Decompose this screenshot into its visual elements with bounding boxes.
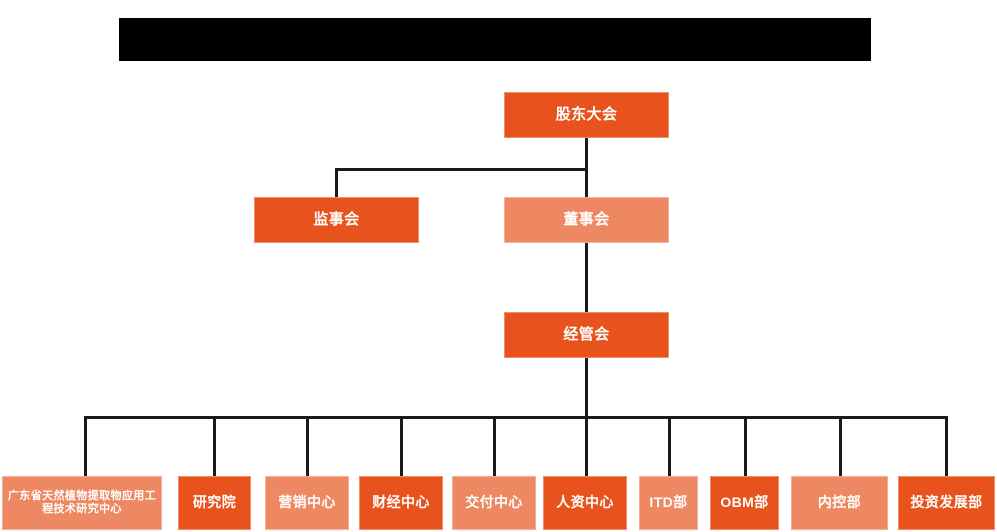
org-node-label-research-institute: 研究院 [192, 494, 237, 511]
connector-drop-to-itd-department [668, 416, 671, 476]
connector-drop-to-finance-center [400, 416, 403, 476]
connector-drop-to-internal-control-department [839, 416, 842, 476]
org-node-investment-development-department[interactable]: 投资发展部 [898, 476, 995, 530]
org-node-label-hr-center: 人资中心 [556, 494, 614, 511]
connector-drop-to-hr-center [585, 416, 588, 476]
org-node-label-investment-development-department: 投资发展部 [910, 494, 983, 511]
connector-drop-to-delivery-center [493, 416, 496, 476]
connector-bus-down-to-supervisors [335, 168, 338, 198]
connector-drop-to-investment-development-department [945, 416, 948, 476]
org-node-label-itd-department: ITD部 [649, 494, 688, 511]
org-node-label-guangdong-research-center: 广东省天然植物提取物应用工程技术研究中心 [7, 489, 157, 515]
connector-level4-horizontal-bus [84, 416, 946, 419]
org-node-board-of-directors[interactable]: 董事会 [504, 197, 669, 243]
org-node-board-of-supervisors[interactable]: 监事会 [254, 197, 419, 243]
redacted-title-banner [119, 18, 871, 61]
org-node-internal-control-department[interactable]: 内控部 [791, 476, 888, 530]
connector-bus-down-to-directors [585, 168, 588, 198]
org-node-label-board-of-directors: 董事会 [563, 210, 610, 228]
connector-drop-to-research-institute [213, 416, 216, 476]
org-node-shareholders-meeting[interactable]: 股东大会 [504, 92, 669, 138]
org-node-label-finance-center: 财经中心 [372, 494, 430, 511]
org-node-marketing-center[interactable]: 营销中心 [265, 476, 349, 530]
org-node-label-management-committee: 经管会 [563, 325, 610, 343]
org-node-itd-department[interactable]: ITD部 [639, 476, 698, 530]
connector-shareholders-down-to-bus [585, 138, 588, 170]
org-node-label-shareholders-meeting: 股东大会 [555, 105, 618, 123]
connector-drop-to-marketing-center [306, 416, 309, 476]
org-node-hr-center[interactable]: 人资中心 [543, 476, 627, 530]
org-node-label-internal-control-department: 内控部 [817, 494, 862, 511]
org-node-obm-department[interactable]: OBM部 [710, 476, 779, 530]
org-node-label-obm-department: OBM部 [720, 494, 769, 511]
org-node-label-marketing-center: 营销中心 [278, 494, 336, 511]
org-node-label-board-of-supervisors: 监事会 [313, 210, 360, 228]
org-node-guangdong-research-center[interactable]: 广东省天然植物提取物应用工程技术研究中心 [2, 476, 162, 530]
connector-drop-to-guangdong-research-center [84, 416, 87, 476]
org-node-research-institute[interactable]: 研究院 [178, 476, 251, 530]
org-node-management-committee[interactable]: 经管会 [504, 312, 669, 358]
connector-level2-horizontal-bus [335, 168, 588, 171]
org-node-finance-center[interactable]: 财经中心 [359, 476, 443, 530]
connector-management-down-to-bus [585, 358, 588, 418]
connector-drop-to-obm-department [744, 416, 747, 476]
org-node-delivery-center[interactable]: 交付中心 [452, 476, 536, 530]
connector-directors-down-to-management [585, 243, 588, 313]
org-node-label-delivery-center: 交付中心 [465, 494, 523, 511]
